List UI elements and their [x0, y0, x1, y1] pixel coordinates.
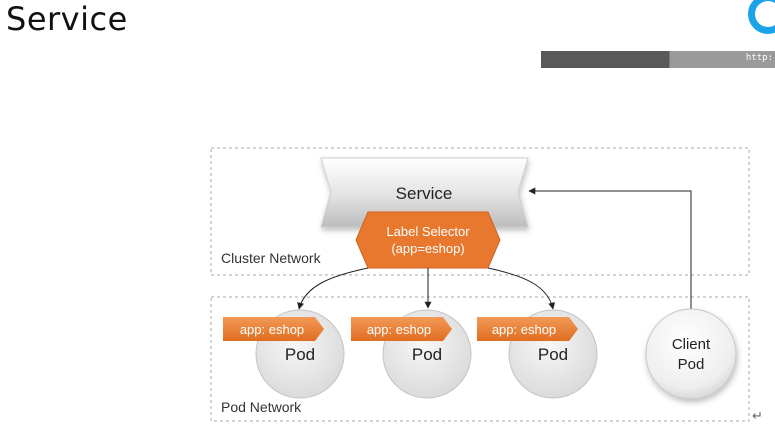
client-to-service-arrow [528, 187, 692, 318]
pod-1-tag-shape [223, 317, 324, 341]
pod-3-tag-label: app: eshop [492, 322, 556, 337]
pod-1-tag-label: app: eshop [240, 322, 304, 337]
url-bar: http: [541, 51, 775, 68]
client-pod-label-line1: Client [672, 336, 711, 353]
cluster-network-label: Cluster Network [221, 250, 322, 266]
client-pod-circle [645, 308, 737, 400]
pod-network-label: Pod Network [221, 399, 302, 415]
selector-to-pod-3-arrow [487, 267, 556, 310]
pod-3-tag-shape [477, 317, 578, 341]
client-pod-label-line2: Pod [678, 356, 705, 373]
slide-title: Service [6, 0, 128, 38]
service-label: Service [396, 184, 453, 203]
label-selector-hexagon [355, 211, 501, 269]
selector-to-pod-1-arrow [297, 267, 369, 310]
pod-1-label: Pod [285, 345, 315, 364]
pod-2-tag-label: app: eshop [367, 322, 431, 337]
pod-network-frame [210, 296, 750, 422]
logo-icon [748, 0, 775, 34]
pod-2-label: Pod [412, 345, 442, 364]
url-text: http: [745, 53, 773, 63]
service-box [320, 157, 529, 228]
cluster-network-frame [210, 147, 750, 276]
label-selector-expression: (app=eshop) [391, 241, 464, 256]
pod-3-label: Pod [538, 345, 568, 364]
paragraph-mark: ↵ [752, 408, 763, 423]
label-selector-title: Label Selector [386, 224, 470, 239]
pod-2-tag-shape [351, 317, 452, 341]
